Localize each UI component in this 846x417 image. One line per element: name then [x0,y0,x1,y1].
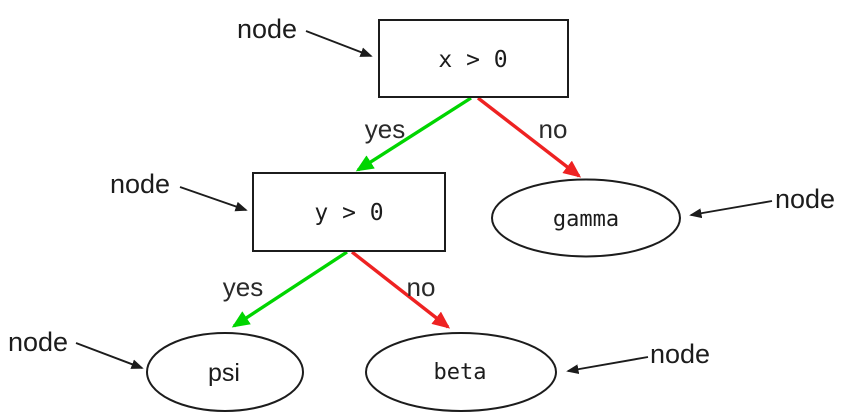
annotation-gamma: node [689,184,835,219]
yes-edge-line [231,250,348,328]
annotation-root: node [237,14,373,57]
gamma-ellipse [491,178,681,258]
psi-label: psi [208,359,240,387]
second-node-label: y > 0 [314,200,383,226]
annotation-beta: node [566,339,710,375]
yes-edge-line [355,96,472,172]
annotation-arrow [689,200,773,219]
annotation-label: node [110,169,170,199]
root-node-label: x > 0 [438,47,507,73]
edge-root-yes: yes [355,96,472,172]
node-leaf-gamma: gamma [491,178,681,258]
node-leaf-psi: psi [146,332,304,412]
edge-label-yes-bottom: yes [223,272,263,302]
annotation-label: node [237,14,297,44]
edge-label-no-bottom: no [407,272,436,302]
root-node-box [378,19,569,98]
edge-second-no: no [350,250,451,329]
edge-second-yes: yes [223,250,348,328]
psi-ellipse [146,332,304,412]
no-edge-line [350,250,451,329]
node-root-condition: x > 0 [378,19,569,98]
beta-ellipse [365,332,557,412]
annotation-psi: node [8,327,144,369]
annotation-label: node [8,327,68,357]
annotation-second: node [110,169,248,212]
annotation-arrow [179,186,248,212]
edge-root-no: no [476,96,582,178]
beta-label: beta [434,360,487,385]
annotation-arrow [305,30,373,57]
no-edge-line [476,96,582,178]
gamma-label: gamma [553,207,619,232]
annotation-arrow [566,356,649,375]
node-leaf-beta: beta [365,332,557,412]
annotation-arrow [75,342,144,369]
edge-label-no-top: no [539,114,568,144]
annotation-label: node [650,339,710,369]
node-second-condition: y > 0 [252,172,446,252]
annotation-label: node [775,184,835,214]
second-node-box [252,172,446,252]
edge-label-yes-top: yes [365,114,405,144]
